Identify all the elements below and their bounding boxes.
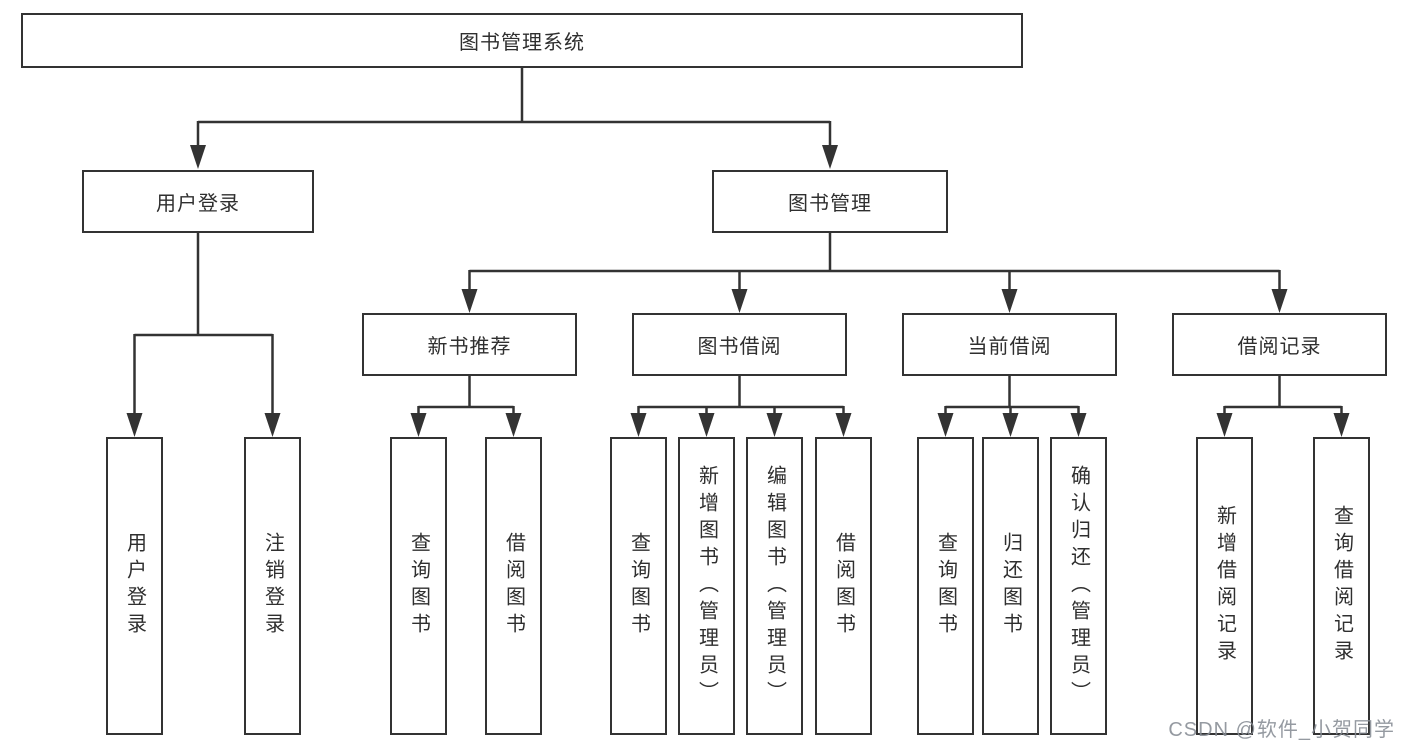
leaf-query-borrow-record: 查询借阅记录 [1313,437,1370,735]
node-user-login: 用户登录 [82,170,314,233]
leaf-logout: 注销登录 [244,437,301,735]
leaf-label: 新增借阅记录 [1213,505,1236,667]
leaf-label: 借阅图书 [502,532,525,640]
leaf-label: 查询图书 [934,532,957,640]
leaf-label: 归还图书 [999,532,1022,640]
node-new-book-recommend: 新书推荐 [362,313,577,376]
leaf-edit-books-admin: 编辑图书（管理员） [746,437,803,735]
node-label: 新书推荐 [427,336,512,358]
leaf-query-books-recommend: 查询图书 [390,437,447,735]
csdn-watermark: CSDN @软件_小贺同学 [1168,719,1395,741]
node-book-management: 图书管理 [712,170,948,233]
leaf-borrow-books: 借阅图书 [815,437,872,735]
leaf-add-borrow-record: 新增借阅记录 [1196,437,1253,735]
leaf-return-books: 归还图书 [982,437,1039,735]
leaf-label: 查询借阅记录 [1330,505,1353,667]
leaf-add-books-admin: 新增图书（管理员） [678,437,735,735]
leaf-confirm-return-admin: 确认归还（管理员） [1050,437,1107,735]
leaf-label: 确认归还（管理员） [1067,464,1090,708]
node-label: 当前借阅 [967,336,1052,358]
node-label: 借阅记录 [1237,336,1322,358]
node-label: 图书管理 [788,193,872,215]
node-label: 图书借阅 [697,336,782,358]
node-label: 用户登录 [156,193,240,215]
leaf-query-books-current: 查询图书 [917,437,974,735]
leaf-query-books-borrow: 查询图书 [610,437,667,735]
leaf-user-login: 用户登录 [106,437,163,735]
node-borrow-record: 借阅记录 [1172,313,1387,376]
node-book-borrow: 图书借阅 [632,313,847,376]
leaf-label: 新增图书（管理员） [695,464,718,708]
node-label: 图书管理系统 [459,32,585,54]
leaf-borrow-books-recommend: 借阅图书 [485,437,542,735]
node-root-library-system: 图书管理系统 [21,13,1023,68]
leaf-label: 查询图书 [627,532,650,640]
leaf-label: 用户登录 [123,532,146,640]
leaf-label: 查询图书 [407,532,430,640]
node-current-borrow: 当前借阅 [902,313,1117,376]
leaf-label: 编辑图书（管理员） [763,464,786,708]
leaf-label: 注销登录 [261,532,284,640]
leaf-label: 借阅图书 [832,532,855,640]
